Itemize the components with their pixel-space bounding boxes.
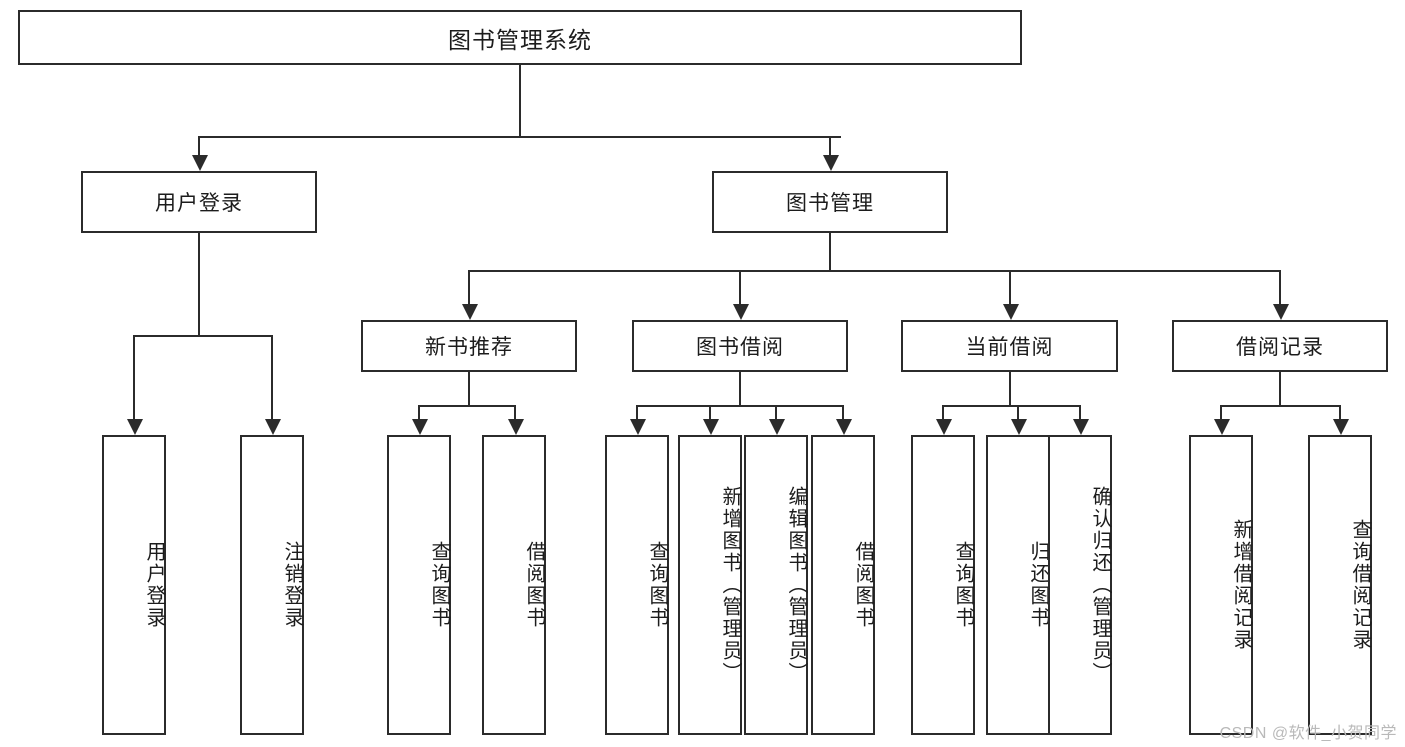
- node-leaf-1[interactable]: 注销登录: [240, 435, 304, 735]
- connector-books-stem: [829, 233, 831, 270]
- arrow-leaf-1-3: [836, 419, 852, 435]
- node-level3-1[interactable]: 图书借阅: [632, 320, 848, 372]
- arrow-leaf-0-1: [508, 419, 524, 435]
- connector-leafgroup-bus-3: [1220, 405, 1339, 407]
- arrow-leaf-0-0: [412, 419, 428, 435]
- node-label: 借阅记录: [1236, 336, 1324, 359]
- connector-leafgroup-drop-2-2: [1079, 405, 1081, 419]
- node-level3-0[interactable]: 新书推荐: [361, 320, 577, 372]
- arrow-root-0: [192, 155, 208, 171]
- connector-root-drop-1: [829, 136, 831, 155]
- node-label: 编辑图书（管理员）: [785, 486, 807, 684]
- connector-leafgroup-drop-2-1: [1017, 405, 1019, 419]
- arrow-books-1: [733, 304, 749, 320]
- connector-leafgroup-bus-2: [942, 405, 1079, 407]
- connector-leafgroup-drop-3-0: [1220, 405, 1222, 419]
- connector-books-drop-2: [1009, 270, 1011, 304]
- arrow-leaf-1-1: [703, 419, 719, 435]
- connector-leafgroup-bus-0: [418, 405, 514, 407]
- node-label: 当前借阅: [965, 336, 1054, 359]
- arrow-leaf-2-2: [1073, 419, 1089, 435]
- connector-books-drop-0: [468, 270, 470, 304]
- node-label: 查询图书: [952, 541, 974, 629]
- node-label: 新书推荐: [425, 336, 513, 359]
- node-level3-2[interactable]: 当前借阅: [901, 320, 1118, 372]
- connector-root-bus: [198, 136, 841, 138]
- node-leaf-3[interactable]: 借阅图书: [482, 435, 546, 735]
- arrow-leaf-3-1: [1333, 419, 1349, 435]
- arrow-leaf-1-2: [769, 419, 785, 435]
- connector-books-drop-3: [1279, 270, 1281, 304]
- connector-leafgroup-drop-3-1: [1339, 405, 1341, 419]
- connector-leafgroup-stem-3: [1279, 372, 1281, 405]
- node-label: 确认归还（管理员）: [1089, 486, 1111, 684]
- connector-leafgroup-drop-0-0: [418, 405, 420, 419]
- node-level3-3[interactable]: 借阅记录: [1172, 320, 1388, 372]
- node-root[interactable]: 图书管理系统: [18, 10, 1022, 65]
- arrow-books-0: [462, 304, 478, 320]
- connector-login-bus: [133, 335, 271, 337]
- node-label: 查询借阅记录: [1349, 519, 1371, 651]
- node-label: 图书管理: [786, 192, 874, 215]
- node-label: 借阅图书: [852, 541, 874, 629]
- node-leaf-5[interactable]: 新增图书（管理员）: [678, 435, 742, 735]
- arrow-books-3: [1273, 304, 1289, 320]
- arrow-leaf-2-1: [1011, 419, 1027, 435]
- arrow-leaf-1-0: [630, 419, 646, 435]
- node-leaf-10[interactable]: 确认归还（管理员）: [1048, 435, 1112, 735]
- connector-leafgroup-stem-0: [468, 372, 470, 405]
- connector-leafgroup-drop-2-0: [942, 405, 944, 419]
- connector-leafgroup-drop-1-1: [709, 405, 711, 419]
- node-leaf-9[interactable]: 归还图书: [986, 435, 1050, 735]
- connector-books-bus: [468, 270, 1279, 272]
- connector-root-stem: [519, 65, 521, 136]
- node-label: 用户登录: [143, 541, 165, 629]
- arrow-root-1: [823, 155, 839, 171]
- node-level2-1[interactable]: 图书管理: [712, 171, 948, 233]
- node-label: 用户登录: [155, 192, 243, 215]
- node-label: 图书借阅: [696, 336, 784, 359]
- node-leaf-0[interactable]: 用户登录: [102, 435, 166, 735]
- node-leaf-6[interactable]: 编辑图书（管理员）: [744, 435, 808, 735]
- node-label: 新增借阅记录: [1230, 519, 1252, 651]
- node-label: 归还图书: [1027, 541, 1049, 629]
- node-leaf-7[interactable]: 借阅图书: [811, 435, 875, 735]
- connector-leafgroup-stem-2: [1009, 372, 1011, 405]
- node-leaf-12[interactable]: 查询借阅记录: [1308, 435, 1372, 735]
- connector-leafgroup-drop-1-0: [636, 405, 638, 419]
- connector-leafgroup-drop-1-3: [842, 405, 844, 419]
- node-label: 图书管理系统: [448, 26, 592, 53]
- node-level2-0[interactable]: 用户登录: [81, 171, 317, 233]
- node-label: 新增图书（管理员）: [719, 486, 741, 684]
- connector-leafgroup-bus-1: [636, 405, 843, 407]
- node-leaf-4[interactable]: 查询图书: [605, 435, 669, 735]
- arrow-login-1: [265, 419, 281, 435]
- arrow-leaf-2-0: [936, 419, 952, 435]
- arrow-books-2: [1003, 304, 1019, 320]
- connector-books-drop-1: [739, 270, 741, 304]
- arrow-login-0: [127, 419, 143, 435]
- connector-login-stem: [198, 233, 200, 335]
- node-leaf-8[interactable]: 查询图书: [911, 435, 975, 735]
- connector-login-drop-1: [271, 335, 273, 419]
- node-leaf-2[interactable]: 查询图书: [387, 435, 451, 735]
- node-label: 注销登录: [281, 541, 303, 629]
- node-label: 查询图书: [646, 541, 668, 629]
- connector-leafgroup-drop-0-1: [514, 405, 516, 419]
- arrow-leaf-3-0: [1214, 419, 1230, 435]
- connector-login-drop-0: [133, 335, 135, 419]
- connector-leafgroup-drop-1-2: [775, 405, 777, 419]
- connector-leafgroup-stem-1: [739, 372, 741, 405]
- node-leaf-11[interactable]: 新增借阅记录: [1189, 435, 1253, 735]
- node-label: 查询图书: [428, 541, 450, 629]
- connector-root-drop-0: [198, 136, 200, 155]
- node-label: 借阅图书: [523, 541, 545, 629]
